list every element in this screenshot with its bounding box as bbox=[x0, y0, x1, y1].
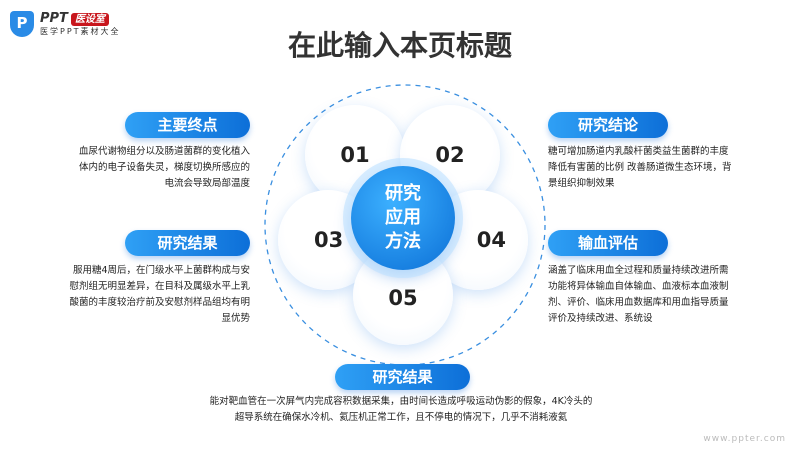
center-line: 应用 bbox=[385, 207, 421, 228]
text-conclusion: 糖可增加肠道内乳酸杆菌类益生菌群的丰度 降低有害菌的比例 改善肠道微生态环境，背… bbox=[548, 146, 732, 189]
shield-logo-icon: P bbox=[10, 10, 34, 37]
brand-tagline: 医学PPT素材大全 bbox=[40, 27, 121, 36]
text-main-endpoint: 血尿代谢物组分以及肠道菌群的变化植入体内的电子设备失灵，梯度切换所感应的电流会导… bbox=[78, 146, 250, 189]
label-conclusion: 研究结论 bbox=[548, 112, 668, 138]
petal-05: 05 bbox=[353, 245, 453, 345]
text-results-left: 服用糖4周后，在门级水平上菌群构成与安慰剂组无明显差异，在目科及属级水平上乳酸菌… bbox=[69, 265, 250, 324]
center-line: 研究 bbox=[385, 183, 421, 204]
page-title: 在此输入本页标题 bbox=[287, 29, 512, 62]
label-main-endpoint: 主要终点 bbox=[125, 112, 250, 138]
center-line: 方法 bbox=[385, 231, 421, 252]
label-results-bottom: 研究结果 bbox=[335, 364, 470, 390]
watermark: www.ppter.com bbox=[703, 434, 786, 444]
text-transfusion: 涵盖了临床用血全过程和质量持续改进所需功能将异体输血自体输血、血液标本血液制剂、… bbox=[548, 265, 729, 324]
label-transfusion: 输血评估 bbox=[548, 230, 668, 256]
center-circle: 研究 应用 方法 bbox=[351, 166, 455, 270]
text-results-bottom: 能对靶血管在一次屏气内完成容积数据采集，由时间长造成呼吸运动伪影的假象，4K冷头… bbox=[209, 396, 593, 423]
brand-name: PPT bbox=[40, 11, 68, 26]
label-results-left: 研究结果 bbox=[125, 230, 250, 256]
brand-badge: 医设室 bbox=[70, 13, 109, 26]
